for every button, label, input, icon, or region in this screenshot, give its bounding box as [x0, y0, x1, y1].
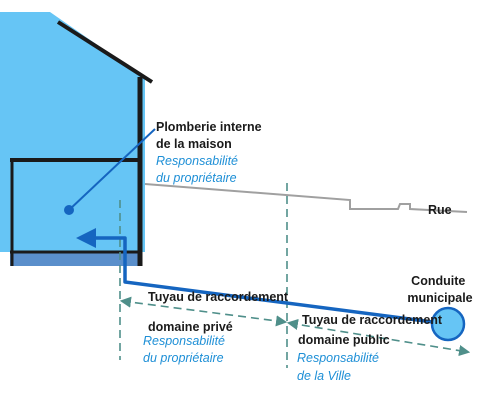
- roof-line: [56, 20, 154, 84]
- flow-arrowhead: [76, 228, 96, 248]
- private-pipe-title: Tuyau de raccordement domaine privé: [148, 290, 292, 334]
- street-line: [144, 183, 468, 213]
- plumbing-dot: [64, 205, 74, 215]
- house-foundation: [10, 252, 138, 266]
- house: [0, 12, 154, 266]
- private-pipe-responsibility: Responsabilité du propriétaire: [143, 334, 228, 365]
- public-domain-arrow: [286, 318, 471, 357]
- private-domain-arrow: [119, 296, 288, 327]
- house-plumbing-responsibility: Responsabilité du propriétaire: [156, 154, 241, 185]
- plumbing-pointer-line: [68, 128, 156, 211]
- street-label: Rue: [428, 203, 452, 217]
- service-pipe: [95, 236, 449, 326]
- public-pipe-responsibility: Responsabilité de la Ville: [297, 351, 382, 383]
- house-body: [0, 12, 145, 252]
- municipal-main-label: Conduite municipale: [407, 274, 472, 305]
- public-pipe-title: Tuyau de raccordement domaine public: [298, 313, 446, 347]
- municipal-main-circle: [430, 306, 466, 342]
- house-plumbing-title: Plomberie interne de la maison: [156, 120, 265, 151]
